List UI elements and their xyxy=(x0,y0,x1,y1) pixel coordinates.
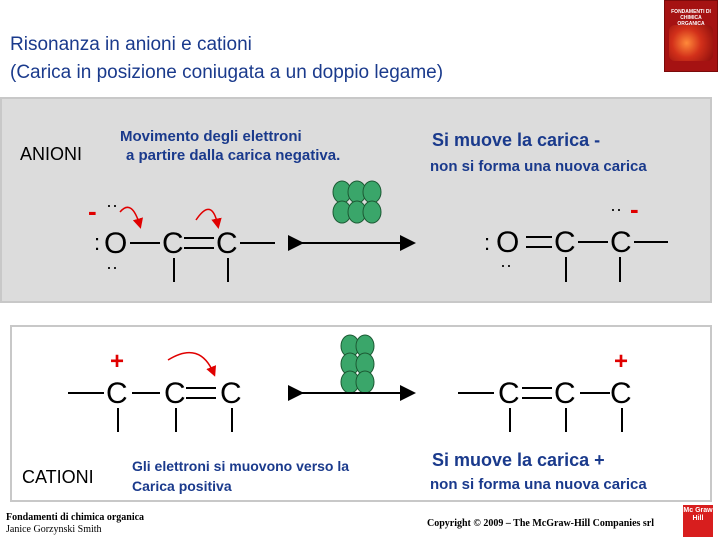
footer-author: Janice Gorzynski Smith xyxy=(6,524,102,535)
anion-left-lone-pair-top: ·· xyxy=(106,195,118,215)
cation-orbitals xyxy=(340,334,375,394)
anion-right-lone-pair-bottom: ·· xyxy=(500,255,512,275)
cation-right-charge: + xyxy=(614,348,629,375)
anioni-result-line-1: Si muove la carica - xyxy=(432,130,601,150)
anioni-movement-line-1: Movimento degli elettroni xyxy=(120,128,302,145)
title-line-2: (Carica in posizione coniugata a un dopp… xyxy=(10,62,444,83)
footer-book-title: Fondamenti di chimica organica xyxy=(6,512,145,523)
anion-left-lone-pair-bottom: ·· xyxy=(106,257,118,277)
cationi-result-line-1: Si muove la carica + xyxy=(432,450,605,470)
cationi-result-line-2: non si forma una nuova carica xyxy=(430,476,647,493)
anion-right-atom-O: O xyxy=(496,226,520,259)
anion-left-lone-pair-side: : xyxy=(94,230,101,255)
anion-orbitals xyxy=(332,180,382,224)
cation-right-atom-C1: C xyxy=(498,377,520,410)
anioni-right-bonds xyxy=(526,236,668,282)
anioni-movement-line-2: a partire dalla carica negativa. xyxy=(126,147,341,164)
anion-right-lone-pair-top: ·· xyxy=(610,199,622,219)
anion-left-atom-C2: C xyxy=(216,227,238,260)
cation-left-atom-C1: C xyxy=(106,377,128,410)
mcgraw-hill-logo: Mc Graw Hill xyxy=(683,505,713,537)
cation-left-atom-C2: C xyxy=(164,377,186,410)
anion-arrow-2 xyxy=(195,208,222,229)
book-cover-image: FONDAMENTI DI CHIMICA ORGANICA xyxy=(664,0,718,72)
book-cover-title: FONDAMENTI DI CHIMICA ORGANICA xyxy=(671,9,711,27)
book-cover-art xyxy=(669,25,713,61)
cationi-right-bonds xyxy=(458,387,623,432)
anion-left-atom-O: O xyxy=(104,227,128,260)
anion-right-atom-C2: C xyxy=(610,226,632,259)
anion-left-charge: - xyxy=(88,196,97,226)
anion-right-lone-pair-side: : xyxy=(484,230,491,255)
title-line-1: Risonanza in anioni e cationi xyxy=(10,34,252,55)
anion-left-atom-C1: C xyxy=(162,227,184,260)
cation-right-atom-C3: C xyxy=(610,377,632,410)
cation-arrow xyxy=(167,351,216,377)
cation-left-charge: + xyxy=(110,348,125,375)
footer-copyright: Copyright © 2009 – The McGraw-Hill Compa… xyxy=(427,518,655,529)
anion-right-atom-C1: C xyxy=(554,226,576,259)
anion-arrow-1 xyxy=(119,206,143,229)
anioni-result-line-2: non si forma una nuova carica xyxy=(430,158,647,175)
anioni-left-bonds xyxy=(130,237,275,282)
cationi-left-bonds xyxy=(68,387,233,432)
anion-right-charge: - xyxy=(630,194,639,224)
cationi-movement-line-1: Gli elettroni si muovono verso la xyxy=(132,458,350,474)
cation-left-atom-C3: C xyxy=(220,377,242,410)
cationi-movement-line-2: Carica positiva xyxy=(132,478,232,494)
anioni-label: ANIONI xyxy=(20,144,83,164)
cationi-label: CATIONI xyxy=(22,467,94,487)
cation-right-atom-C2: C xyxy=(554,377,576,410)
footer-book-info: Fondamenti di chimica organica Janice Go… xyxy=(6,512,144,536)
